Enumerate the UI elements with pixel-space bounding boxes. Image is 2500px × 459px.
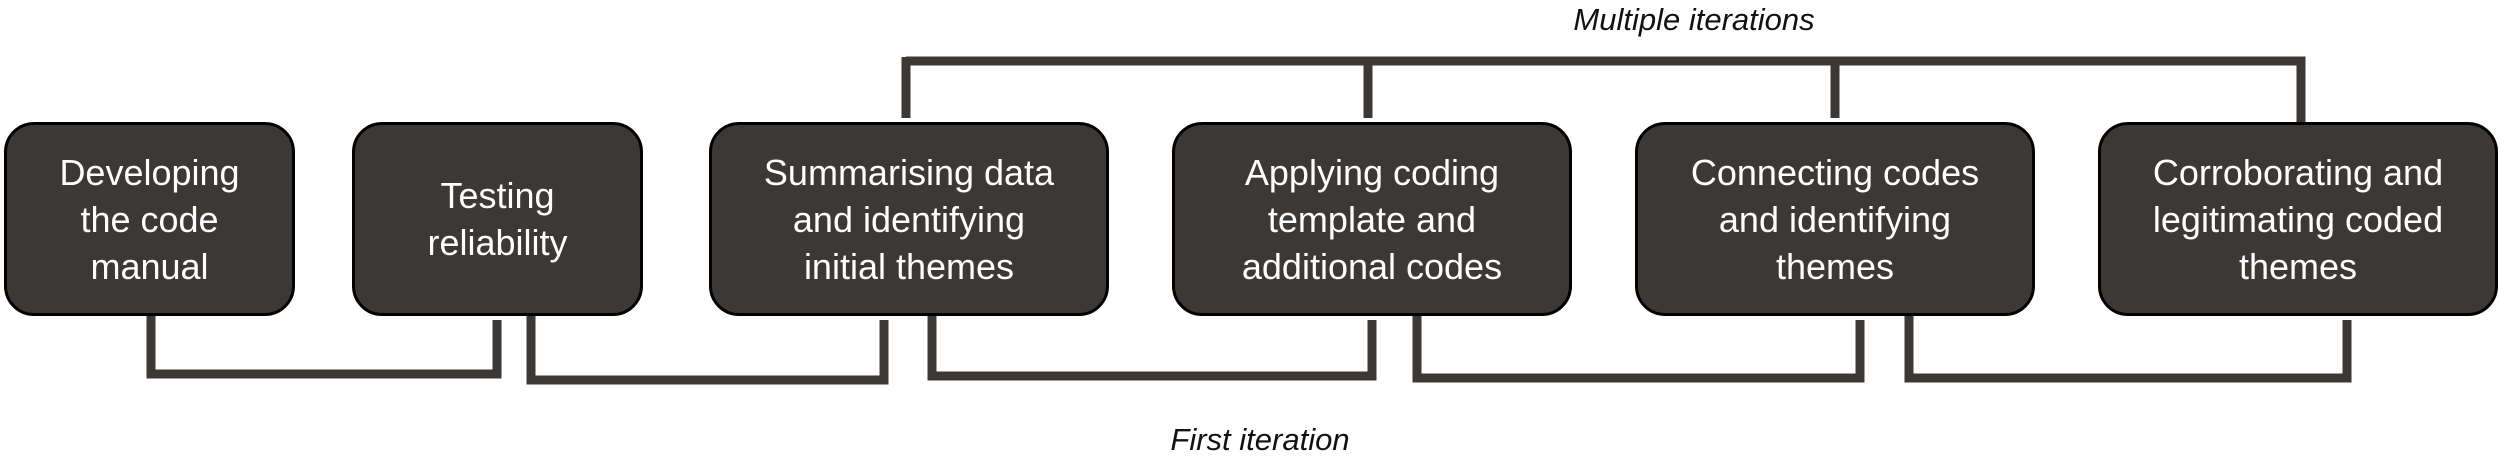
connector-arrows (146, 56, 2352, 385)
step-box-developing-code-manual: Developing the code manual (4, 122, 295, 316)
step-box-connecting-codes: Connecting codes and identifying themes (1635, 122, 2035, 316)
step-box-testing-reliability: Testing reliability (352, 122, 643, 316)
first-iteration-arrow-5 (1904, 316, 2352, 383)
first-iteration-arrow-1 (146, 316, 502, 379)
top-caption: Multiple iterations (1573, 2, 1815, 37)
step-label: Developing the code manual (59, 151, 240, 287)
iteration-loop-line (906, 56, 2306, 122)
step-box-applying-coding-template: Applying coding template and additional … (1172, 122, 1572, 316)
step-label: Summarising data and identifying initial… (763, 151, 1055, 287)
step-label: Applying coding template and additional … (1241, 151, 1503, 287)
step-label: Connecting codes and identifying themes (1690, 151, 1980, 287)
first-iteration-arrow-2 (526, 316, 889, 385)
bottom-caption: First iteration (1170, 422, 1350, 457)
first-iteration-arrow-4 (1412, 316, 1865, 383)
step-box-corroborating-themes: Corroborating and legitimating coded the… (2098, 122, 2498, 316)
first-iteration-arrow-3 (927, 316, 1377, 381)
step-box-summarising-data: Summarising data and identifying initial… (709, 122, 1109, 316)
step-label: Corroborating and legitimating coded the… (2152, 151, 2444, 287)
step-label: Testing reliability (427, 175, 568, 263)
